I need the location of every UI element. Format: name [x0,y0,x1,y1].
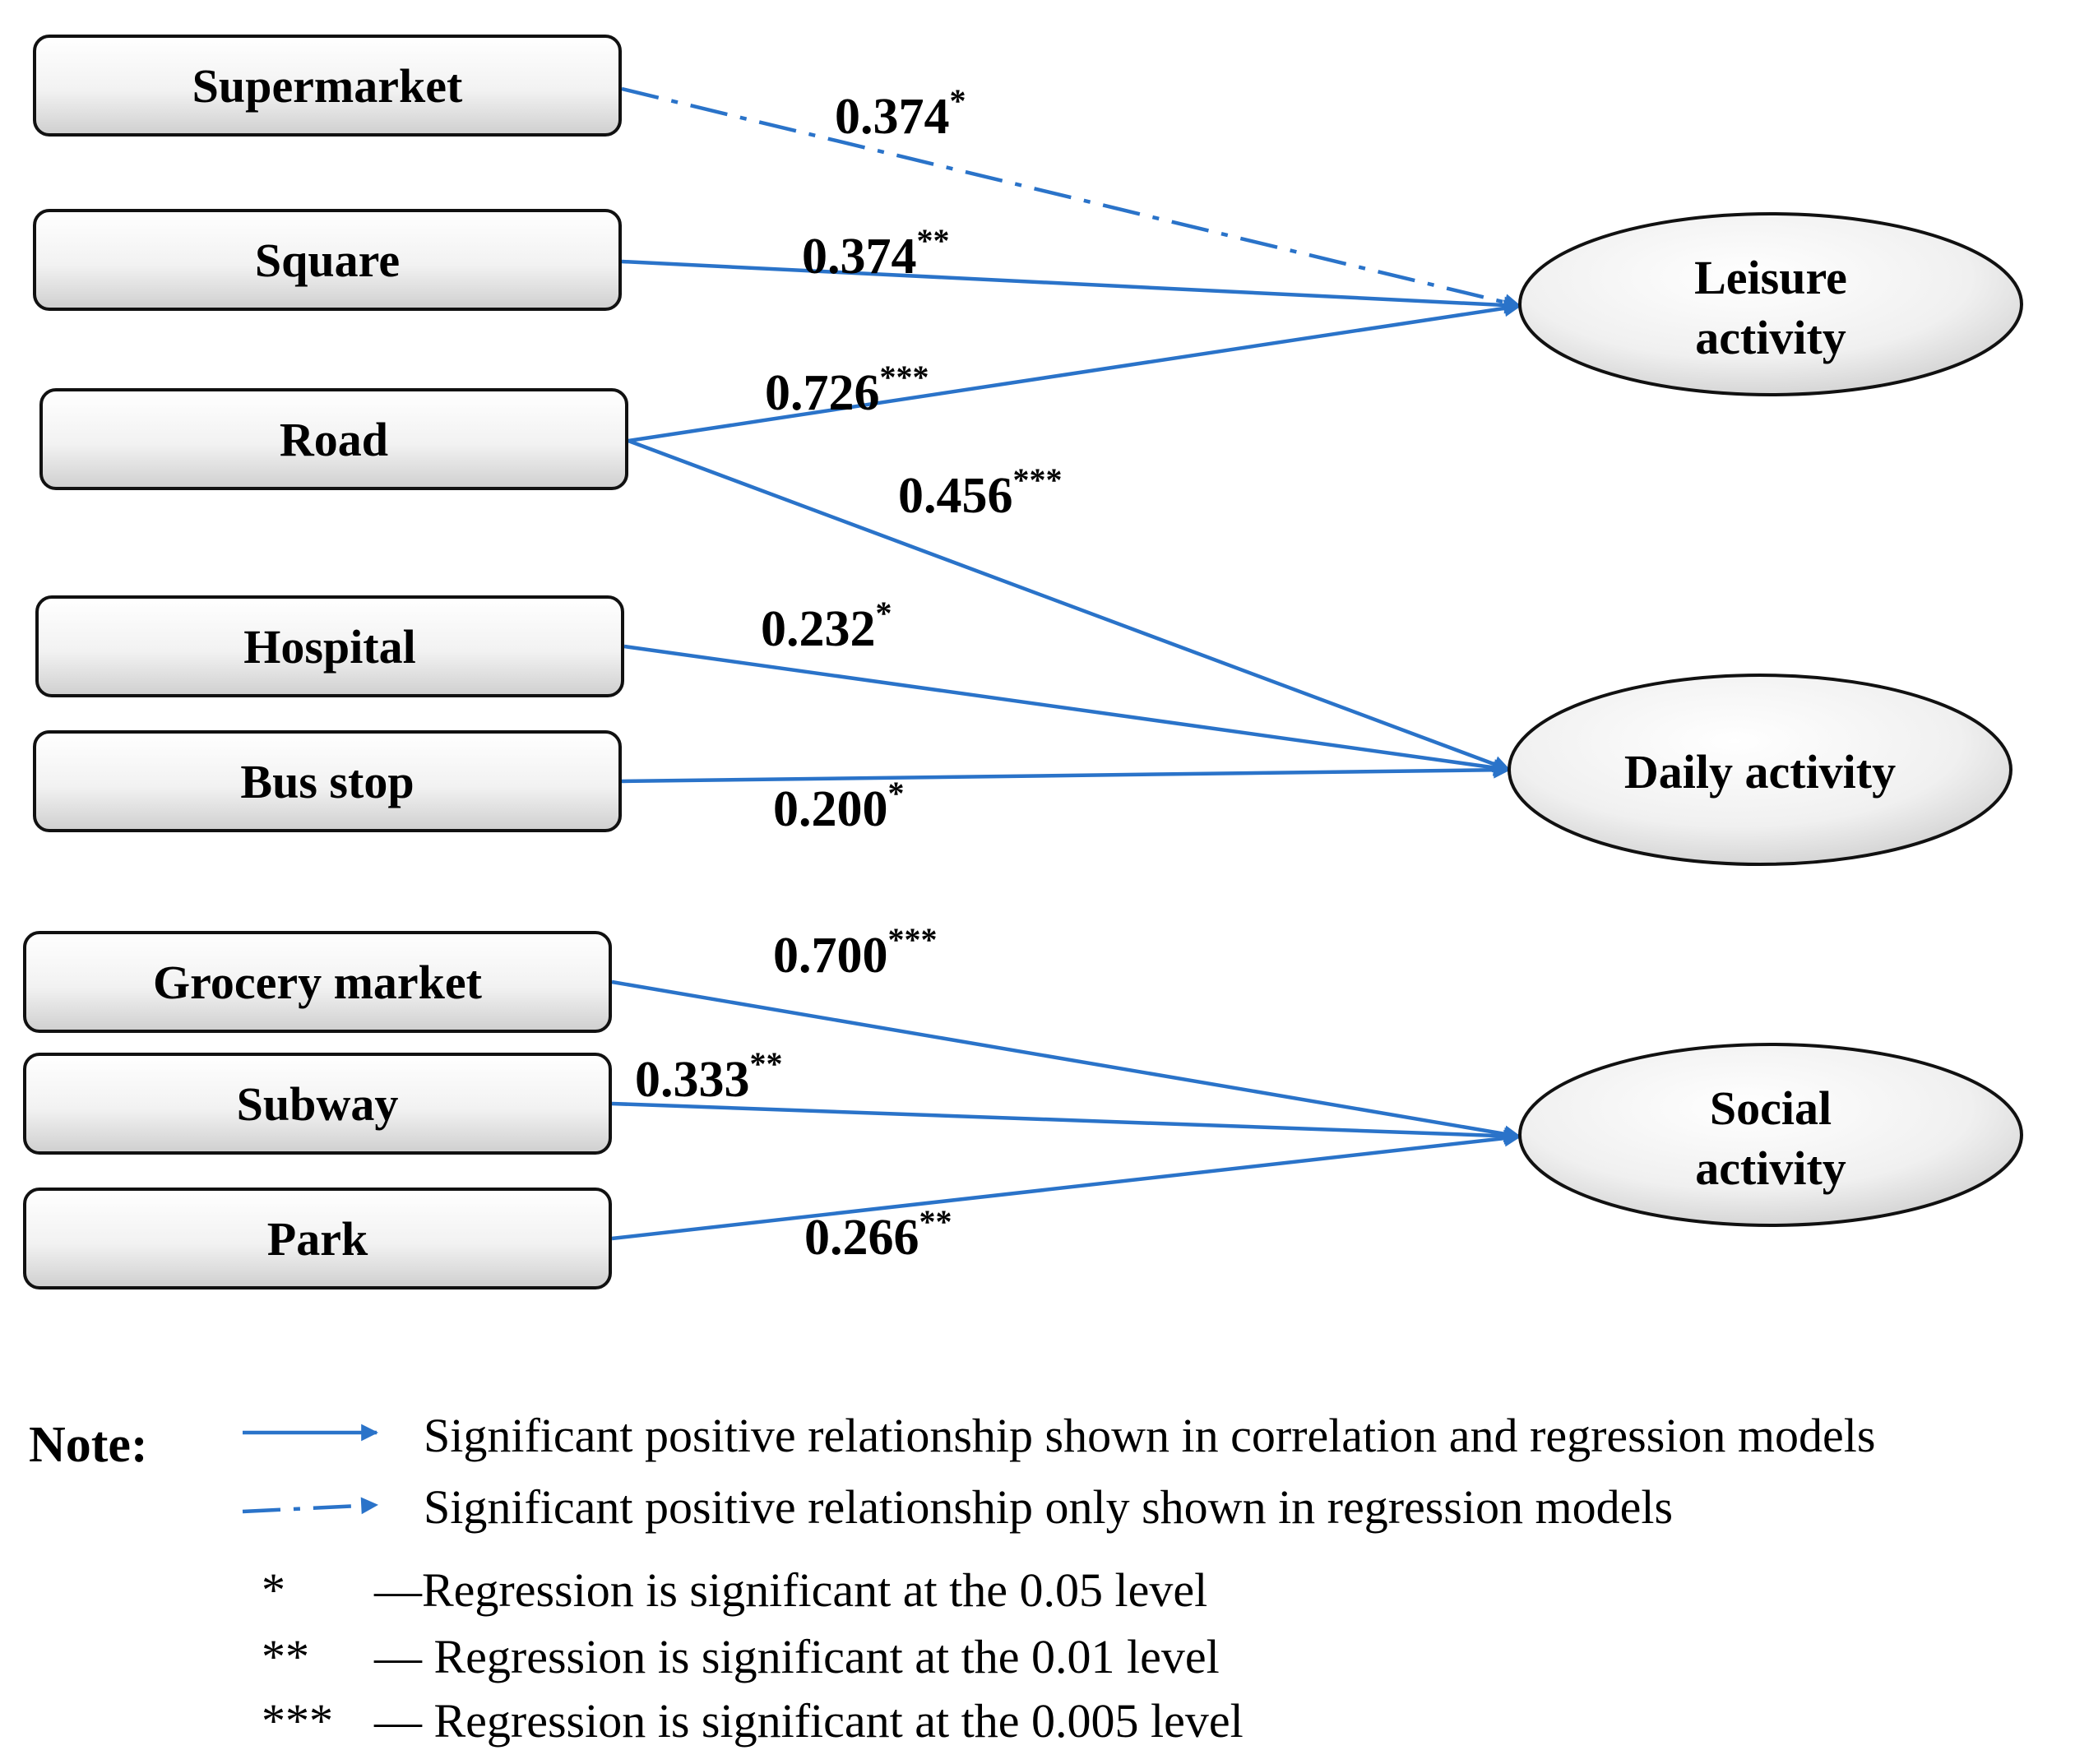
legend-dashdot-arrow-icon [242,1497,378,1515]
outcome-leisure: Leisure activity [1518,212,2023,396]
level-2-text: — Regression is significant at the 0.01 … [373,1630,1220,1683]
node-hospital-box [35,595,624,697]
level-3-stars: *** [262,1694,333,1748]
level-1-text: —Regression is significant at the 0.05 l… [373,1563,1207,1617]
coef-square-leisure: 0.374** [802,222,950,285]
node-bus-stop-label: Bus stop [240,755,414,808]
outcome-social-line2: activity [1695,1141,1846,1195]
edge-hospital-to-daily [623,644,1511,776]
legend-solid-text: Significant positive relationship shown … [424,1409,1875,1462]
note-legend: Note: Significant positive relationship … [29,1409,1875,1748]
coef-subway-social: 0.333** [635,1045,783,1108]
edge-road-to-daily [628,438,1511,773]
coefficient-labels: 0.374* 0.374** 0.726*** 0.456*** 0.232* … [635,82,1063,1266]
coef-road-daily: 0.456*** [898,461,1063,524]
node-road-box [39,388,628,490]
outcome-daily-label: Daily activity [1624,745,1896,799]
node-square: Square [33,209,622,311]
level-2-stars: ** [262,1630,309,1683]
coef-park-social: 0.266** [804,1203,952,1266]
coef-hospital-daily: 0.232* [761,595,892,657]
node-supermarket-label: Supermarket [192,59,463,113]
node-grocery-market-box [23,931,612,1033]
node-road: Road [39,388,628,490]
coef-road-leisure: 0.726*** [765,359,929,421]
edge-park-to-social [611,1129,1522,1241]
level-1-stars: * [262,1563,285,1617]
node-supermarket: Supermarket [33,35,622,137]
note-title: Note: [29,1417,148,1473]
node-subway-label: Subway [237,1077,399,1131]
edge-road-to-leisure [628,299,1522,443]
node-square-box [33,209,622,311]
node-park-box [23,1188,612,1289]
node-bus-stop-box [33,730,622,832]
node-square-label: Square [255,234,400,287]
outcome-social-ellipse [1518,1043,2023,1227]
edge-bus-stop-to-daily [621,761,1511,784]
node-road-label: Road [280,413,388,466]
level-3-text: — Regression is significant at the 0.005… [373,1694,1244,1748]
node-subway-box [23,1053,612,1155]
outcome-leisure-line2: activity [1695,311,1846,364]
node-grocery-market: Grocery market [23,931,612,1033]
edges-layer [611,86,1522,1241]
outcome-social: Social activity [1518,1043,2023,1227]
legend-dashdot-text: Significant positive relationship only s… [424,1480,1673,1534]
node-subway: Subway [23,1053,612,1155]
edge-grocery-market-to-social [611,979,1522,1143]
node-park: Park [23,1188,612,1289]
node-grocery-market-label: Grocery market [153,956,483,1009]
outcome-daily-ellipse [1508,674,2012,866]
outcome-social-line1: Social [1710,1081,1832,1135]
node-supermarket-box [33,35,622,137]
node-hospital-label: Hospital [243,620,416,674]
coef-supermarket-leisure: 0.374* [835,82,966,145]
coef-grocery-social: 0.700*** [773,921,938,984]
coef-busstop-daily: 0.200* [773,775,905,837]
edge-square-to-leisure [621,259,1522,314]
edge-subway-to-social [611,1101,1522,1145]
edge-supermarket-to-leisure [621,86,1522,311]
outcome-leisure-line1: Leisure [1694,251,1847,304]
node-bus-stop: Bus stop [33,730,622,832]
node-hospital: Hospital [35,595,624,697]
outcome-daily: Daily activity [1508,674,2012,866]
outcome-leisure-ellipse [1518,212,2023,396]
node-park-label: Park [267,1212,368,1266]
